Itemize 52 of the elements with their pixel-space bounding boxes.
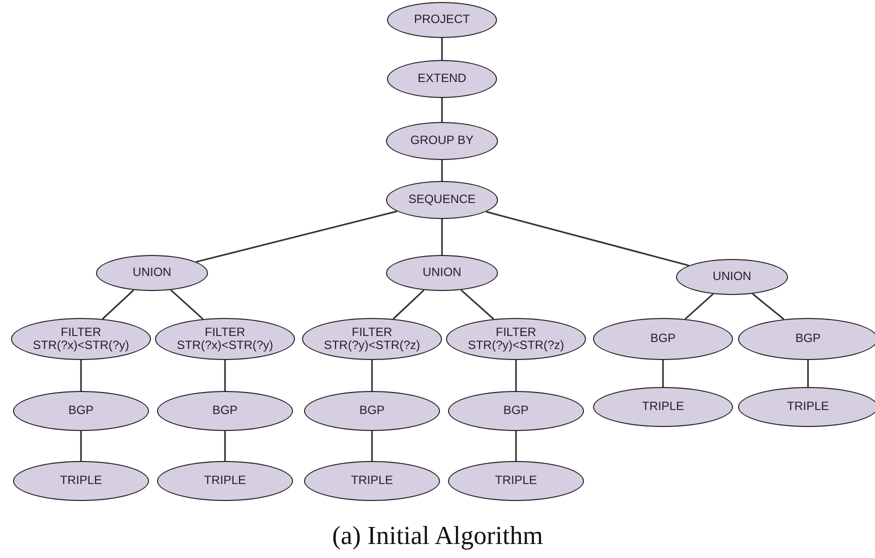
connector-line <box>441 160 443 181</box>
node-label: STR(?x)<STR(?y) <box>176 339 274 352</box>
connector-line <box>752 293 784 320</box>
node-label: BGP <box>650 332 676 346</box>
connector-line <box>371 431 373 461</box>
connector-line <box>486 210 690 266</box>
node-label: UNION <box>712 270 752 284</box>
node-label: UNION <box>132 266 172 280</box>
node-label: TRIPLE <box>786 400 829 414</box>
connector-line <box>441 38 443 60</box>
connector-line <box>515 431 517 461</box>
node-label: BGP <box>795 332 821 346</box>
node-label: PROJECT <box>414 13 470 27</box>
node-label: BGP <box>359 404 385 418</box>
node-label: TRIPLE <box>60 474 102 488</box>
node-label: BGP <box>503 404 529 418</box>
connector-line <box>392 289 424 320</box>
caption: (a) Initial Algorithm <box>331 520 544 552</box>
connector-line <box>441 98 443 122</box>
connector-line <box>80 431 82 461</box>
node-label: GROUP BY <box>410 134 474 148</box>
node-label: FILTER <box>496 326 536 339</box>
node-label: TRIPLE <box>494 474 537 488</box>
node-label: FILTER <box>204 326 246 339</box>
tree-node-ellipse <box>738 318 875 360</box>
node-label: UNION <box>422 266 462 280</box>
node-label: BGP <box>212 404 238 418</box>
connector-line <box>371 360 373 391</box>
node-label: BGP <box>68 404 94 418</box>
node-label: STR(?y)<STR(?z) <box>468 339 564 352</box>
connector-line <box>662 360 664 387</box>
node-label: TRIPLE <box>642 400 684 414</box>
connector-line <box>684 293 714 320</box>
node-label: STR(?y)<STR(?z) <box>324 339 420 352</box>
connector-line <box>224 360 226 391</box>
connector-line <box>170 289 204 320</box>
connector-line <box>102 289 134 320</box>
connector-line <box>441 219 443 255</box>
node-label: FILTER <box>352 326 392 339</box>
connector-line <box>807 360 809 387</box>
node-label: SEQUENCE <box>408 193 476 207</box>
node-label: TRIPLE <box>350 474 393 488</box>
connector-line <box>80 360 82 391</box>
connector-line <box>224 431 226 461</box>
connector-line <box>460 289 494 320</box>
node-label: FILTER <box>60 326 102 339</box>
node-label: TRIPLE <box>204 474 246 488</box>
connector-line <box>515 360 517 391</box>
tree-node-ellipse <box>738 387 875 427</box>
node-label: EXTEND <box>418 72 466 86</box>
connector-line <box>196 210 398 263</box>
node-label: STR(?x)<STR(?y) <box>32 339 130 352</box>
